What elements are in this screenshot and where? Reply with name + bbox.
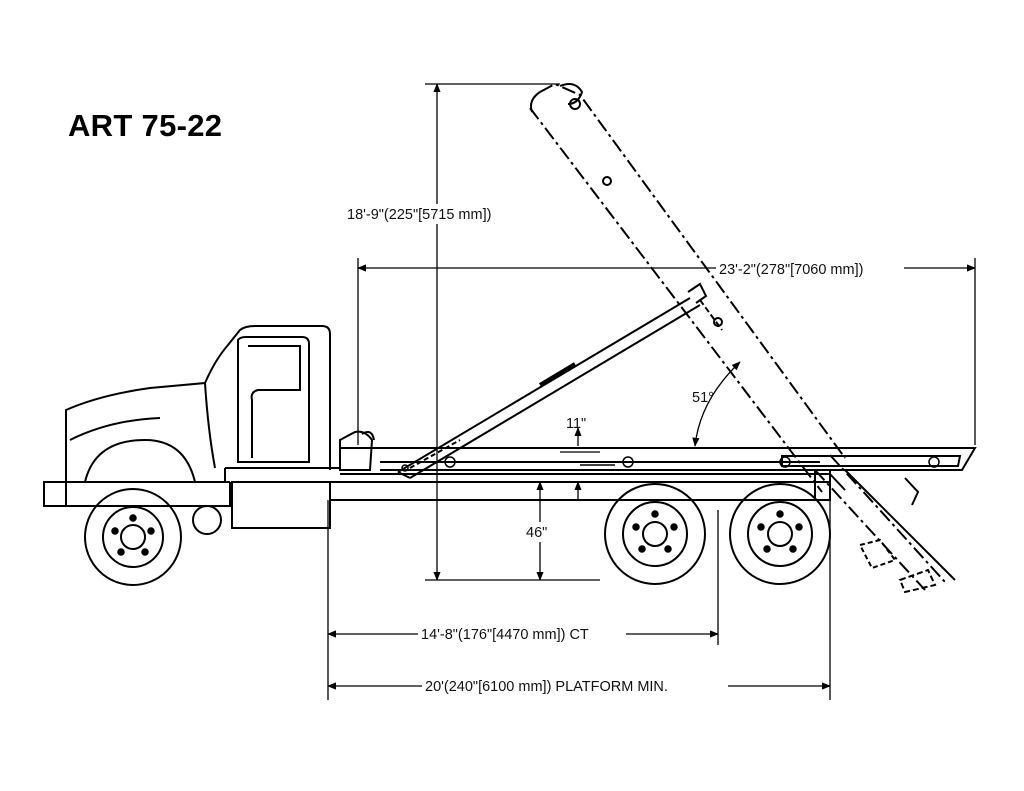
overall-length-label: 23'-2"(278"[7060 mm]) xyxy=(719,262,863,278)
ct-label: 14'-8"(176"[4470 mm]) CT xyxy=(421,627,589,643)
front-wheel xyxy=(84,488,182,586)
rear-wheel-1 xyxy=(604,483,706,585)
hook-arm xyxy=(529,82,956,594)
angle-label: 51° xyxy=(692,390,714,406)
dimension-lines xyxy=(327,83,976,700)
model-title: ART 75-22 xyxy=(68,108,223,143)
truck-cab xyxy=(43,325,340,535)
platform-label: 20'(240"[6100 mm]) PLATFORM MIN. xyxy=(425,679,668,695)
frame-bolts xyxy=(401,456,940,472)
frame-height-label: 46" xyxy=(526,525,547,541)
hydraulic-cylinder xyxy=(397,282,723,479)
overall-height-label: 18'-9"(225"[5715 mm]) xyxy=(347,207,491,223)
offset-label: 11" xyxy=(566,416,586,432)
chassis-frame xyxy=(330,430,977,501)
